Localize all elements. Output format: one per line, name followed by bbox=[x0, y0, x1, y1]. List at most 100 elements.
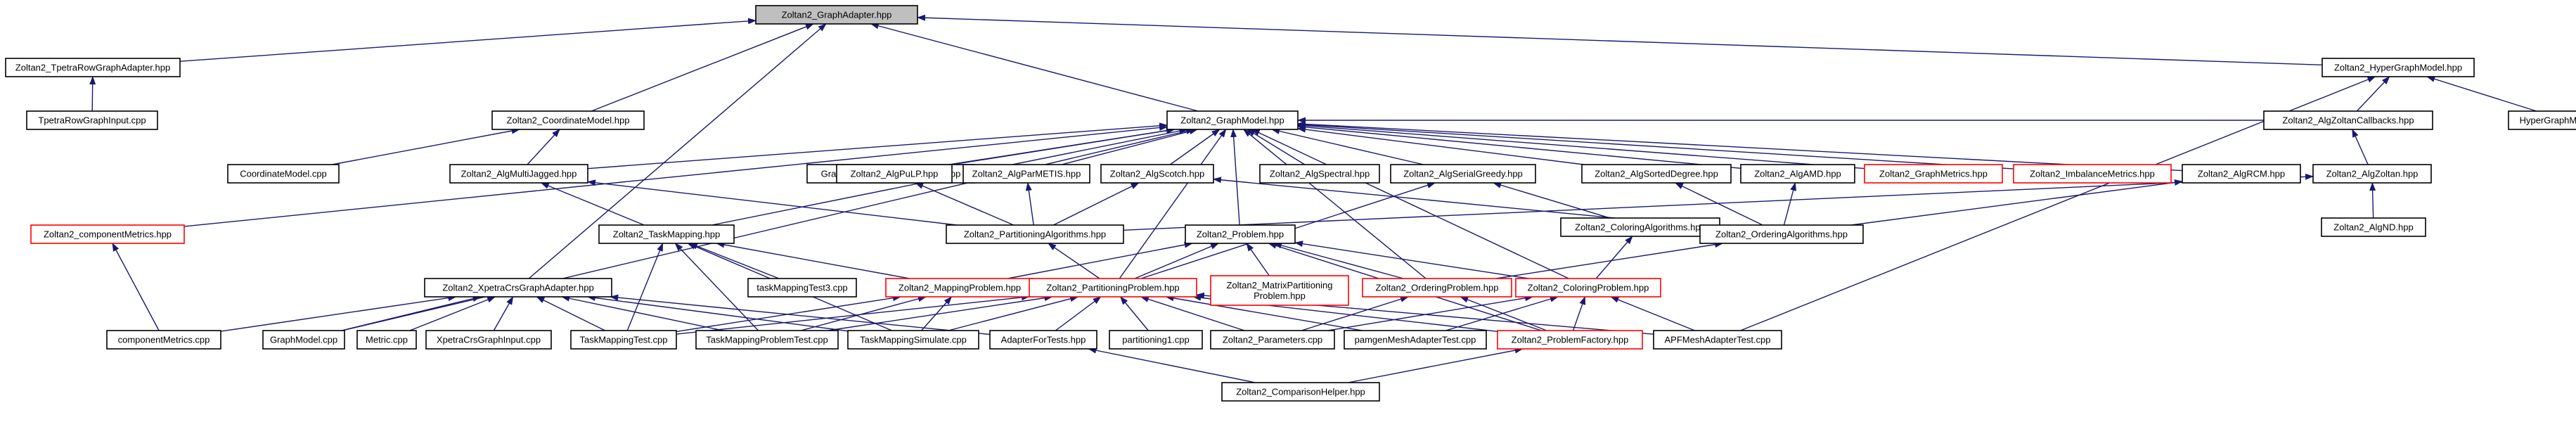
node-spectral[interactable]: Zoltan2_AlgSpectral.hpp bbox=[1259, 164, 1380, 184]
node-algZoltan[interactable]: Zoltan2_AlgZoltan.hpp bbox=[2312, 164, 2432, 184]
node-box bbox=[885, 278, 1034, 298]
node-box bbox=[2312, 164, 2432, 184]
node-orderingProblem[interactable]: Zoltan2_OrderingProblem.hpp bbox=[1362, 278, 1512, 298]
node-pulp[interactable]: Zoltan2_AlgPuLP.hpp bbox=[836, 164, 953, 184]
node-label: Zoltan2_GraphAdapter.hpp bbox=[782, 10, 892, 20]
node-box bbox=[1560, 217, 1720, 237]
node-xpetraInput[interactable]: XpetraCrsGraphInput.cpp bbox=[425, 330, 552, 350]
edge-taskMapProbTest-to-taskMapping bbox=[674, 243, 759, 331]
edge-algND-to-algZoltan bbox=[2369, 182, 2376, 219]
edge-orderingAlgs-to-amd bbox=[1783, 182, 1797, 226]
node-multiJagged[interactable]: Zoltan2_AlgMultiJagged.hpp bbox=[449, 164, 588, 184]
node-coordCpp[interactable]: CoordinateModel.cpp bbox=[227, 164, 340, 184]
node-xpetraGA[interactable]: Zoltan2_XpetraCrsGraphAdapter.hpp bbox=[424, 278, 612, 298]
edge-coloringAlgs-to-serialGreedy bbox=[1493, 181, 1611, 219]
node-taskMapping[interactable]: Zoltan2_TaskMapping.hpp bbox=[598, 224, 735, 244]
node-label: TaskMappingSimulate.cpp bbox=[860, 335, 967, 345]
node-label: Zoltan2_PartitioningProblem.hpp bbox=[1046, 283, 1179, 293]
node-comparisonHelper[interactable]: Zoltan2_ComparisonHelper.hpp bbox=[1221, 382, 1380, 402]
node-taskMapTest[interactable]: TaskMappingTest.cpp bbox=[570, 330, 677, 350]
edge-multiJagged-to-coordModel bbox=[527, 129, 560, 165]
node-mappingProblem[interactable]: Zoltan2_MappingProblem.hpp bbox=[885, 278, 1034, 298]
node-label: Zoltan2_AlgZoltan.hpp bbox=[2326, 169, 2419, 179]
node-partProblem[interactable]: Zoltan2_PartitioningProblem.hpp bbox=[1029, 278, 1197, 298]
edge-coordCpp-to-coordModel bbox=[332, 127, 520, 165]
node-sortedDegree[interactable]: Zoltan2_AlgSortedDegree.hpp bbox=[1581, 164, 1732, 184]
node-zoltanCallbacks[interactable]: Zoltan2_AlgZoltanCallbacks.hpp bbox=[2263, 110, 2433, 130]
node-apfMesh[interactable]: APFMeshAdapterTest.cpp bbox=[1653, 330, 1782, 350]
node-metricCpp[interactable]: Metric.cpp bbox=[356, 330, 417, 350]
node-pamgen[interactable]: pamgenMeshAdapterTest.cpp bbox=[1344, 330, 1487, 350]
node-tpetraRowGA[interactable]: Zoltan2_TpetraRowGraphAdapter.hpp bbox=[5, 58, 181, 77]
node-box bbox=[1653, 330, 1782, 350]
node-algND[interactable]: Zoltan2_AlgND.hpp bbox=[2321, 217, 2426, 237]
node-problemFactory[interactable]: Zoltan2_ProblemFactory.hpp bbox=[1497, 330, 1643, 350]
edge-pamgen-to-partProblem bbox=[1165, 295, 1363, 331]
edge-taskMapTest-to-xpetraGA bbox=[536, 296, 605, 331]
node-graphModel[interactable]: Zoltan2_GraphModel.hpp bbox=[1166, 110, 1299, 130]
node-label: Zoltan2_AlgRCM.hpp bbox=[2198, 169, 2285, 179]
edge-comparisonHelper-to-adapterForTests bbox=[1088, 347, 1256, 383]
node-taskMapSim[interactable]: TaskMappingSimulate.cpp bbox=[847, 330, 979, 350]
node-coloringProblem[interactable]: Zoltan2_ColoringProblem.hpp bbox=[1515, 278, 1661, 298]
node-compMetricsCpp[interactable]: componentMetrics.cpp bbox=[106, 330, 221, 350]
node-label: Zoltan2_MappingProblem.hpp bbox=[899, 283, 1021, 293]
node-box bbox=[2263, 110, 2433, 130]
node-rcm[interactable]: Zoltan2_AlgRCM.hpp bbox=[2182, 164, 2301, 184]
node-label: Zoltan2_AlgSerialGreedy.hpp bbox=[1403, 169, 1523, 179]
node-box bbox=[836, 164, 953, 184]
node-label: componentMetrics.cpp bbox=[118, 335, 210, 345]
edge-hyperCpp-to-hyperModel bbox=[2426, 76, 2537, 112]
node-parameters[interactable]: Zoltan2_Parameters.cpp bbox=[1210, 330, 1335, 350]
node-adapterForTests[interactable]: AdapterForTests.hpp bbox=[989, 330, 1097, 350]
node-scotch[interactable]: Zoltan2_AlgScotch.hpp bbox=[1100, 164, 1214, 184]
node-label: Zoltan2_MatrixPartitioning bbox=[1226, 280, 1332, 290]
node-box bbox=[30, 224, 185, 244]
node-amd[interactable]: Zoltan2_AlgAMD.hpp bbox=[1740, 164, 1855, 184]
edge-taskMapProbTest-to-partProblem bbox=[827, 295, 1053, 331]
node-imbalanceMetrics[interactable]: Zoltan2_ImbalanceMetrics.hpp bbox=[2013, 164, 2172, 184]
edge-pulp-to-graphModel bbox=[951, 127, 1176, 165]
edge-partAlgs-to-scotch bbox=[1052, 182, 1140, 226]
node-serialGreedy[interactable]: Zoltan2_AlgSerialGreedy.hpp bbox=[1390, 164, 1536, 184]
node-label: Zoltan2_HyperGraphModel.hpp bbox=[2334, 63, 2462, 73]
node-componentMetrics[interactable]: Zoltan2_componentMetrics.hpp bbox=[30, 224, 185, 244]
edge-metricCpp-to-xpetraGA bbox=[409, 296, 496, 331]
edge-algZoltan-to-zoltanCallbacks bbox=[2352, 129, 2369, 165]
node-graphModelCpp[interactable]: GraphModel.cpp bbox=[262, 330, 345, 350]
edge-graphModelCpp-to-xpetraGA bbox=[341, 295, 482, 331]
node-box bbox=[989, 330, 1097, 350]
node-hyperModel[interactable]: Zoltan2_HyperGraphModel.hpp bbox=[2321, 58, 2475, 77]
node-parmetis[interactable]: Zoltan2_AlgParMETIS.hpp bbox=[962, 164, 1090, 184]
node-label: GraphModel.cpp bbox=[270, 335, 337, 345]
node-root[interactable]: Zoltan2_GraphAdapter.hpp bbox=[755, 5, 918, 25]
node-label: Zoltan2_AlgAMD.hpp bbox=[1754, 169, 1841, 179]
edge-graphMetrics-to-graphModel bbox=[1297, 122, 1865, 170]
node-label: Zoltan2_Problem.hpp bbox=[1197, 229, 1284, 240]
node-label: CoordinateModel.cpp bbox=[240, 169, 327, 179]
edge-problem-to-graphModel bbox=[1230, 129, 1240, 226]
node-box bbox=[227, 164, 340, 184]
node-partAlgs[interactable]: Zoltan2_PartitioningAlgorithms.hpp bbox=[946, 224, 1124, 244]
node-coordModel[interactable]: Zoltan2_CoordinateModel.hpp bbox=[491, 110, 645, 130]
node-box bbox=[262, 330, 345, 350]
node-coloringAlgs[interactable]: Zoltan2_ColoringAlgorithms.hpp bbox=[1560, 217, 1720, 237]
node-taskMapTest3[interactable]: taskMappingTest3.cpp bbox=[747, 278, 857, 298]
node-tpetraRowInput[interactable]: TpetraRowGraphInput.cpp bbox=[26, 110, 158, 130]
node-box bbox=[2508, 110, 2576, 130]
node-box bbox=[847, 330, 979, 350]
edge-partitioning1-to-partProblem bbox=[1120, 296, 1149, 331]
node-label: Zoltan2_componentMetrics.hpp bbox=[44, 229, 172, 240]
node-box bbox=[1515, 278, 1661, 298]
node-orderingAlgs[interactable]: Zoltan2_OrderingAlgorithms.hpp bbox=[1699, 224, 1864, 244]
node-problem[interactable]: Zoltan2_Problem.hpp bbox=[1185, 224, 1296, 244]
node-hyperCpp[interactable]: HyperGraphModel.cpp bbox=[2508, 110, 2576, 130]
node-partitioning1[interactable]: partitioning1.cpp bbox=[1109, 330, 1203, 350]
node-label: Zoltan2_AlgMultiJagged.hpp bbox=[461, 169, 577, 179]
edge-taskMapTest-to-partProblem bbox=[676, 294, 1030, 335]
edge-hyperModel-to-root bbox=[917, 14, 2323, 66]
node-label: Zoltan2_PartitioningAlgorithms.hpp bbox=[964, 229, 1106, 240]
node-taskMapProbTest[interactable]: TaskMappingProblemTest.cpp bbox=[695, 330, 839, 350]
node-graphMetrics[interactable]: Zoltan2_GraphMetrics.hpp bbox=[1864, 164, 2003, 184]
